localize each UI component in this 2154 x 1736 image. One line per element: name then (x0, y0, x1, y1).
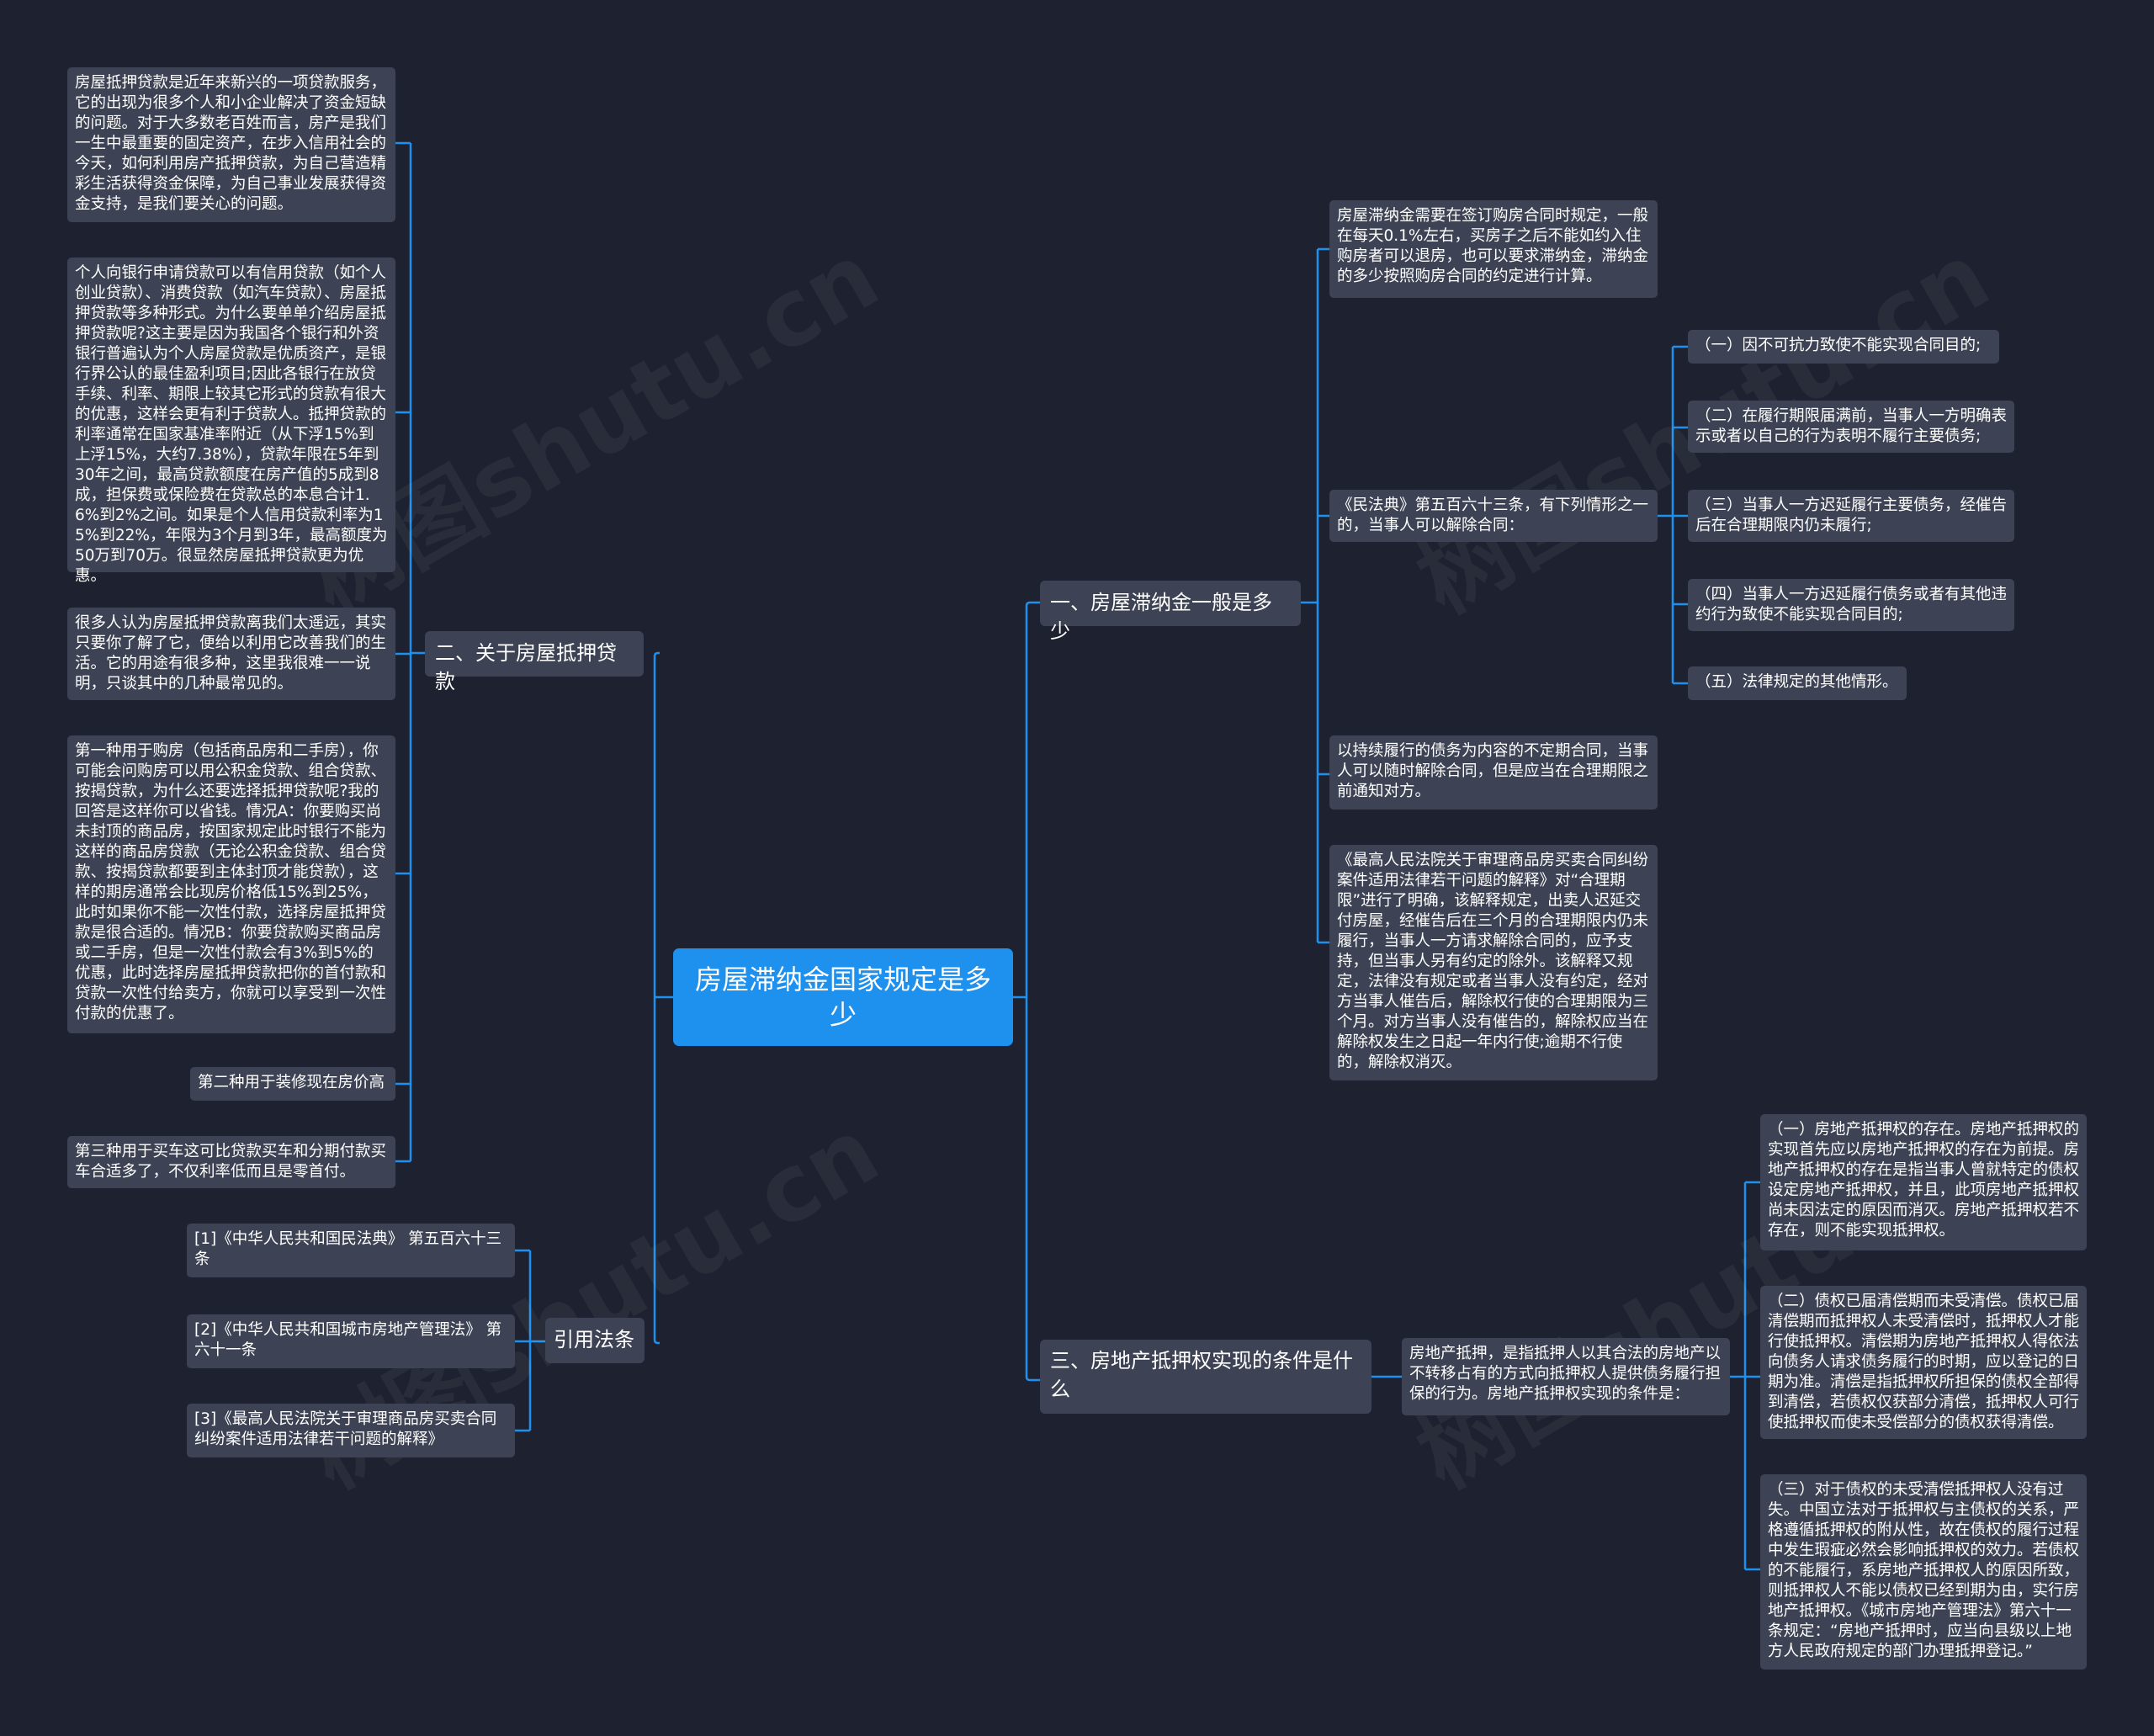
mortgage-definition[interactable]: 房地产抵押，是指抵押人以其合法的房地产以不转移占有的方式向抵押权人提供债务履行担… (1402, 1338, 1730, 1415)
root-topic[interactable]: 房屋滞纳金国家规定是多少 (673, 948, 1013, 1046)
mortgage-condition[interactable]: （三）对于债权的未受清偿抵押权人没有过失。中国立法对于抵押权与主债权的关系，严格… (1760, 1474, 2087, 1670)
termination-condition[interactable]: （二）在履行期限届满前，当事人一方明确表示或者以自己的行为表明不履行主要债务; (1688, 401, 2014, 453)
mortgage-condition[interactable]: （一）房地产抵押权的存在。房地产抵押权的实现首先应以房地产抵押权的存在为前提。房… (1760, 1114, 2087, 1250)
branch-mortgage-conditions[interactable]: 三、房地产抵押权实现的条件是什么 (1040, 1340, 1371, 1414)
law-reference[interactable]: [3]《最高人民法院关于审理商品房买卖合同纠纷案件适用法律若干问题的解释》 (187, 1404, 515, 1457)
civil-code-article[interactable]: 《民法典》第五百六十三条，有下列情形之一的，当事人可以解除合同： (1329, 490, 1658, 542)
loan-item[interactable]: 第一种用于购房（包括商品房和二手房），你可能会问购房可以用公积金贷款、组合贷款、… (67, 735, 395, 1033)
branch-label: 二、关于房屋抵押贷款 (435, 641, 617, 693)
mortgage-condition[interactable]: （二）债权已届清偿期而未受清偿。债权已届清偿期而抵押权人未受清偿时，抵押权人才能… (1760, 1286, 2087, 1439)
termination-condition[interactable]: （四）当事人一方迟延履行债务或者有其他违约行为致使不能实现合同目的; (1688, 579, 2014, 631)
branch-mortgage-loan[interactable]: 二、关于房屋抵押贷款 (425, 631, 644, 693)
judicial-interpretation[interactable]: 《最高人民法院关于审理商品房买卖合同纠纷案件适用法律若干问题的解释》对“合理期限… (1329, 845, 1658, 1080)
law-reference[interactable]: [1]《中华人民共和国民法典》 第五百六十三条 (187, 1224, 515, 1277)
branch-late-fee[interactable]: 一、房屋滞纳金一般是多少 (1040, 581, 1301, 643)
branch-label: 引用法条 (554, 1328, 634, 1351)
termination-condition[interactable]: （一）因不可抗力致使不能实现合同目的; (1688, 330, 1999, 364)
loan-item[interactable]: 房屋抵押贷款是近年来新兴的一项贷款服务，它的出现为很多个人和小企业解决了资金短缺… (67, 67, 395, 222)
late-fee-item[interactable]: 以持续履行的债务为内容的不定期合同，当事人可以随时解除合同，但是应当在合理期限之… (1329, 735, 1658, 810)
loan-item[interactable]: 第三种用于买车这可比贷款买车和分期付款买车合适多了，不仅利率低而且是零首付。 (67, 1136, 395, 1188)
late-fee-item[interactable]: 房屋滞纳金需要在签订购房合同时规定，一般在每天0.1%左右，买房子之后不能如约入… (1329, 200, 1658, 298)
branch-cited-laws[interactable]: 引用法条 (545, 1318, 645, 1363)
law-reference[interactable]: [2]《中华人民共和国城市房地产管理法》 第六十一条 (187, 1314, 515, 1368)
loan-item[interactable]: 个人向银行申请贷款可以有信用贷款（如个人创业贷款）、消费贷款（如汽车贷款）、房屋… (67, 257, 395, 585)
branch-label: 一、房屋滞纳金一般是多少 (1050, 591, 1272, 643)
root-topic-label: 房屋滞纳金国家规定是多少 (694, 964, 991, 1031)
termination-condition[interactable]: （三）当事人一方迟延履行主要债务，经催告后在合理期限内仍未履行; (1688, 490, 2014, 542)
branch-label: 三、房地产抵押权实现的条件是什么 (1050, 1349, 1353, 1401)
loan-item[interactable]: 第二种用于装修现在房价高 (190, 1067, 395, 1101)
termination-condition[interactable]: （五）法律规定的其他情形。 (1688, 666, 1907, 700)
loan-item[interactable]: 很多人认为房屋抵押贷款离我们太遥远，其实只要你了解了它，便给以利用它改善我们的生… (67, 608, 395, 700)
